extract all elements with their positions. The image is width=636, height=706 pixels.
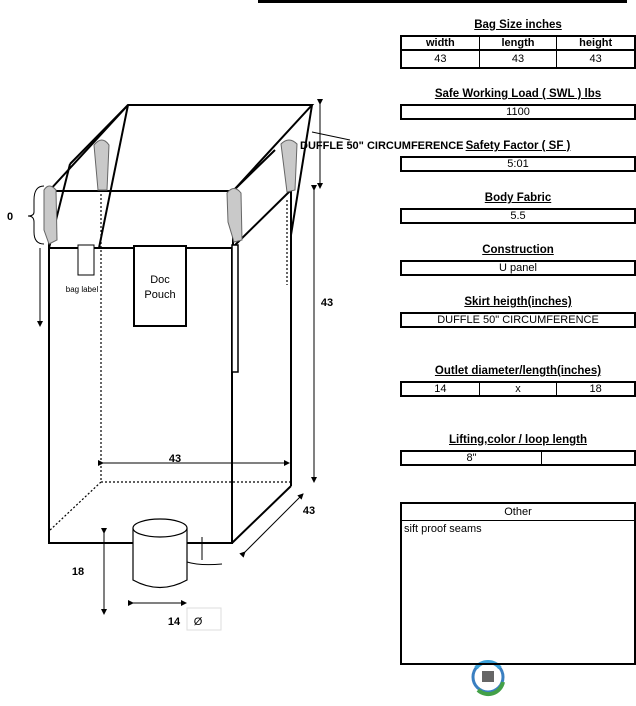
outlet-title: Outlet diameter/length(inches) (434, 365, 602, 377)
outlet-x: x (480, 383, 558, 395)
diameter-symbol: Ø (194, 616, 203, 628)
other-box[interactable]: Other sift proof seams (400, 502, 636, 665)
doc-pouch-label-1: Doc (150, 274, 170, 286)
swl-value[interactable]: 1100 (506, 106, 530, 118)
bag-size-values-row: 43 43 43 (400, 51, 636, 69)
construction-value[interactable]: U panel (499, 262, 537, 274)
other-text[interactable]: sift proof seams (404, 523, 482, 535)
lifting-loop-length-value[interactable]: 8" (402, 452, 542, 464)
col-width: width (402, 37, 480, 49)
fabric-value[interactable]: 5.5 (510, 210, 526, 222)
construction-title: Construction (482, 244, 554, 256)
depth-label: 43 (303, 505, 315, 517)
outlet-height-label: 18 (72, 566, 84, 578)
sf-field[interactable]: 5:01 (400, 156, 636, 172)
fabric-field[interactable]: 5.5 (400, 208, 636, 224)
height-right-label: 43 (321, 297, 333, 309)
outlet-length-value[interactable]: 18 (589, 383, 602, 395)
lifting-color-value[interactable] (542, 452, 634, 464)
swl-title: Safe Working Load ( SWL ) lbs (434, 88, 602, 100)
sf-value[interactable]: 5:01 (507, 158, 529, 170)
bag-diagram: Doc Pouch bag label 0 43 43 43 18 14 Ø (7, 99, 505, 697)
height-value[interactable]: 43 (589, 53, 602, 65)
height-left-label: 0 (7, 211, 13, 223)
width-inner-label: 43 (169, 453, 181, 465)
skirt-value[interactable]: DUFFLE 50" CIRCUMFERENCE (437, 314, 599, 326)
side-strap (231, 244, 239, 373)
bag-label-tag (77, 244, 95, 276)
top-opening (46, 104, 315, 192)
outlet-diameter-label: 14 (168, 616, 181, 628)
skirt-title: Skirt heigth(inches) (464, 296, 572, 308)
outlet-diameter-value[interactable]: 14 (402, 383, 480, 395)
other-title: Other (402, 504, 634, 521)
bag-label-text: bag label (66, 285, 99, 294)
swl-field[interactable]: 1100 (400, 104, 636, 120)
loop-front-left (93, 139, 110, 191)
loop-left (43, 185, 58, 245)
lifting-row: 8" (400, 450, 636, 466)
loop-front-right (226, 188, 243, 243)
sf-title: Safety Factor ( SF ) (465, 140, 571, 152)
loop-back-right (280, 139, 298, 193)
skirt-field[interactable]: DUFFLE 50" CIRCUMFERENCE (400, 312, 636, 328)
skirt-overlay-text: DUFFLE 50" CIRCUMFERENCE (300, 140, 464, 152)
fabric-title: Body Fabric (484, 192, 552, 204)
outlet-spout (132, 518, 188, 538)
bag-size-title: Bag Size inches (474, 19, 562, 31)
lifting-title: Lifting,color / loop length (449, 434, 587, 446)
col-height: height (579, 37, 613, 49)
top-rule (258, 0, 627, 3)
construction-field[interactable]: U panel (400, 260, 636, 276)
doc-pouch-label-2: Pouch (144, 289, 175, 301)
width-value[interactable]: 43 (402, 51, 480, 67)
bag-size-header-row: width length height (400, 35, 636, 51)
length-value[interactable]: 43 (480, 51, 558, 67)
outlet-row: 14 x 18 (400, 381, 636, 397)
col-length: length (480, 37, 558, 49)
doc-pouch (133, 245, 187, 327)
company-logo (471, 660, 505, 697)
